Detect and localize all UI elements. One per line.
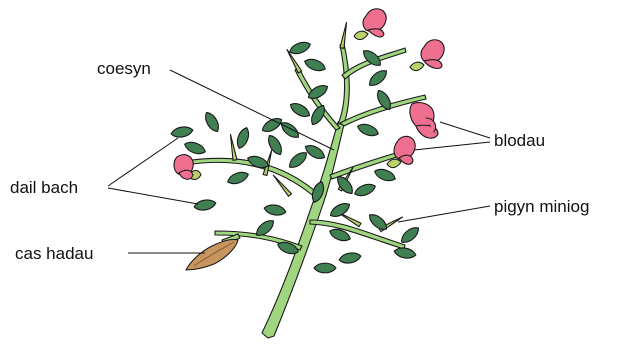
leaf: [193, 198, 216, 211]
flower: [354, 9, 386, 40]
leader-flower-2: [414, 142, 490, 150]
label-small-leaves: dail bach: [10, 178, 78, 197]
leaf: [366, 67, 389, 89]
label-stem: coesyn: [97, 59, 151, 78]
leaf: [356, 122, 380, 139]
leader-stem: [170, 70, 334, 150]
leaf: [314, 263, 336, 273]
leaf: [260, 115, 284, 134]
leaf: [398, 224, 421, 246]
leader-leaves-1: [108, 138, 178, 186]
leaf: [334, 173, 356, 196]
leader-flower-1: [440, 122, 490, 138]
flower: [410, 103, 438, 139]
leaf: [235, 126, 252, 150]
leaf: [338, 251, 361, 264]
spine: [229, 134, 237, 160]
spine: [340, 22, 348, 48]
leaf: [226, 170, 250, 187]
label-flowers: blodau: [494, 131, 545, 150]
leaf: [373, 167, 397, 184]
leaf: [286, 149, 309, 171]
leaf: [288, 40, 312, 57]
stem-system: [185, 44, 426, 338]
flower: [174, 155, 201, 180]
leaf: [393, 246, 416, 259]
leaf: [288, 100, 312, 119]
leaf: [263, 203, 286, 216]
leaf: [183, 140, 207, 157]
leaf: [202, 110, 221, 134]
branch-upper: [338, 44, 349, 124]
leaf: [366, 211, 389, 233]
flower: [410, 40, 444, 71]
seed-pod: [186, 234, 240, 270]
leaf: [170, 125, 193, 138]
leader-spine: [398, 206, 490, 222]
leaf: [353, 182, 377, 199]
leader-leaves-2: [108, 188, 198, 204]
leaf: [303, 57, 327, 74]
flower: [387, 136, 415, 167]
leaf: [265, 133, 284, 157]
label-sharp-spine: pigyn miniog: [494, 197, 589, 216]
leaf: [278, 119, 301, 141]
label-seed-pod: cas hadau: [15, 244, 93, 263]
